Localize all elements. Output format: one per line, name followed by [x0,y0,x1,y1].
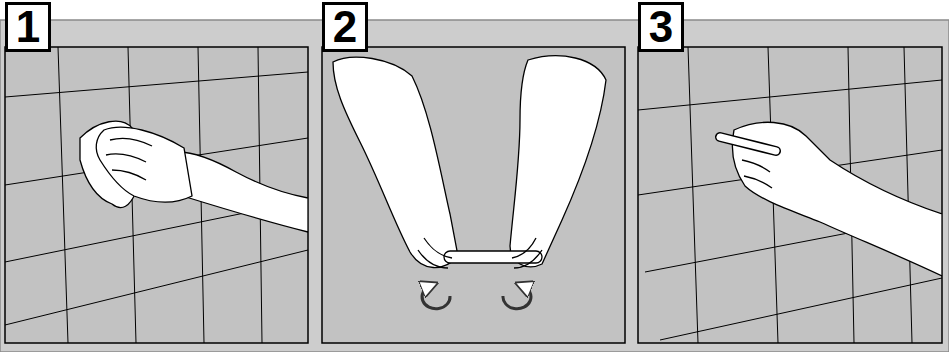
tile-grid [5,47,308,343]
step-number-text: 2 [333,5,357,49]
wiping-hand [80,121,308,232]
panel-frame [5,47,308,343]
step-number-text: 1 [16,5,40,49]
panel-frame [322,47,625,343]
step-number: 3 [638,2,684,52]
panel-frame [638,47,942,343]
rotation-arrows [422,286,531,309]
step-number-text: 3 [649,5,673,49]
twisting-hands [333,56,606,268]
marking-hand [720,122,942,276]
step-number: 2 [322,2,368,52]
tile-grid [638,47,942,343]
step-number: 1 [5,2,51,52]
background-band [0,20,949,352]
